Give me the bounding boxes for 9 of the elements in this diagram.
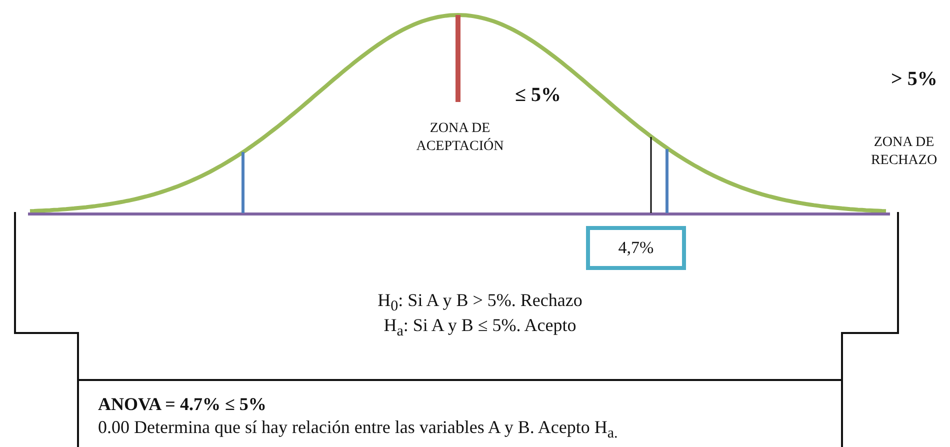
threshold-label: > 5% xyxy=(891,67,938,92)
zone-label: ZONA DE RECHAZO xyxy=(870,134,938,169)
result-text: 0.00 Determina que sí hay relación entre las variables A y B. Acepto H$_{a.}$ xyxy=(98,416,619,444)
hypothesis-text: H$_{0}$: Si A y B > 5%. Rechazo xyxy=(378,290,582,316)
value-box: 4,7% xyxy=(586,226,686,270)
zone-label: ZONA DE ACEPTACIÓN xyxy=(415,120,505,155)
threshold-label: ≤ 5% xyxy=(515,83,561,108)
result-heading: ANOVA = 4.7% ≤ 5% xyxy=(98,393,268,416)
hypothesis-text: H$_{a}$: Si A y B ≤ 5%. Acepto xyxy=(384,315,576,341)
